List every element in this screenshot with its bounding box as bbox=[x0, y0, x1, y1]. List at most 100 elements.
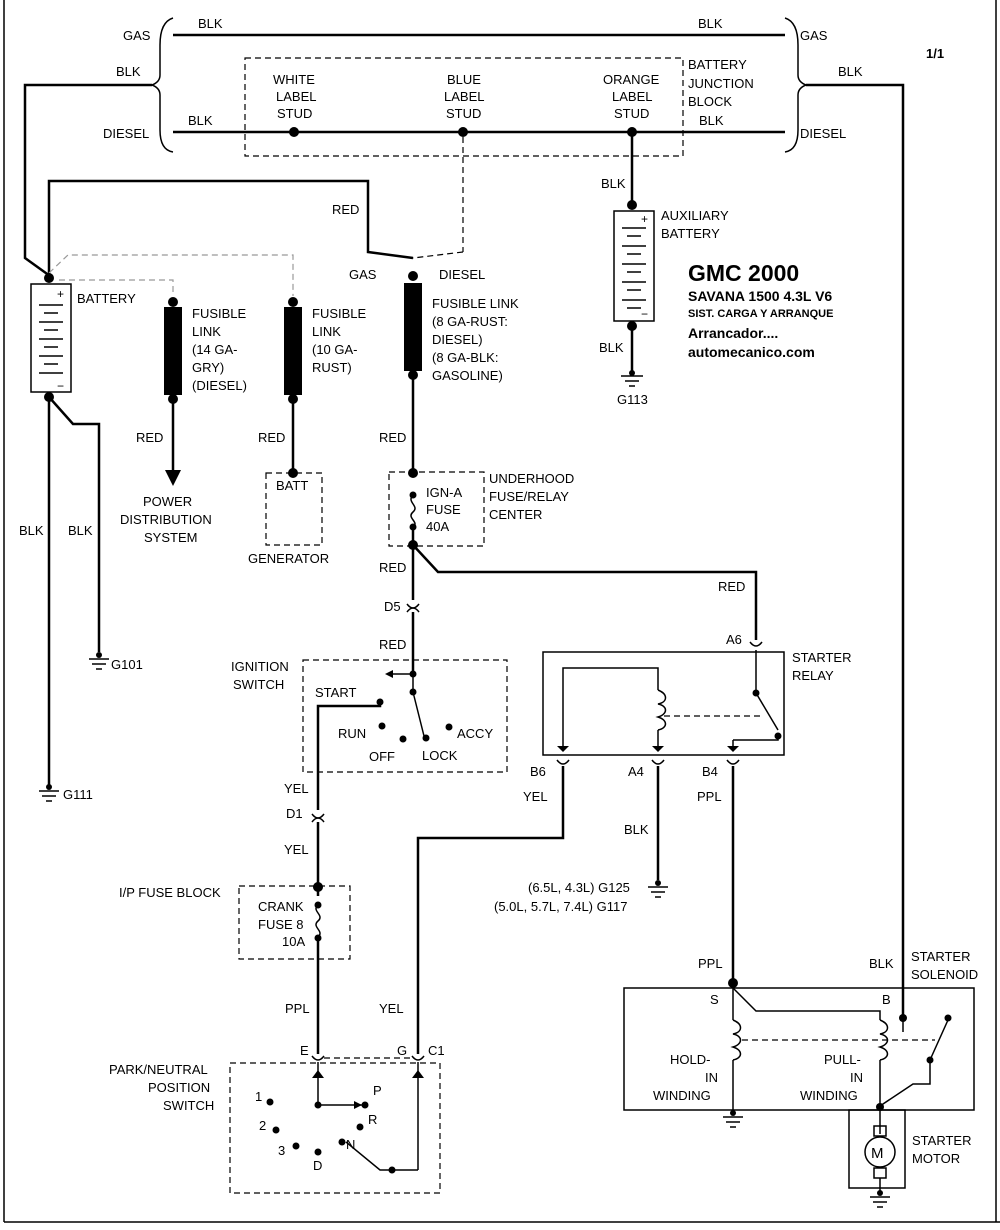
pnp-switch-label: PARK/NEUTRAL bbox=[109, 1062, 208, 1077]
minus-sign: − bbox=[57, 379, 64, 393]
gear-position-n: N bbox=[346, 1137, 355, 1152]
pds-label: SYSTEM bbox=[144, 530, 197, 545]
ufrc-label: CENTER bbox=[489, 507, 542, 522]
starter-solenoid-label: SOLENOID bbox=[911, 967, 978, 982]
stud-label: LABEL bbox=[612, 89, 652, 104]
wire-color-label: BLK bbox=[68, 523, 93, 538]
fuse-label: 40A bbox=[426, 519, 449, 534]
vehicle-model: SAVANA 1500 4.3L V6 bbox=[688, 288, 832, 304]
starter-motor-label: STARTER bbox=[912, 1133, 971, 1148]
wire-color-label: RED bbox=[379, 637, 406, 652]
fuse-label: IGN-A bbox=[426, 485, 462, 500]
switch-position-run: RUN bbox=[338, 726, 366, 741]
wire-color-label: BLK bbox=[198, 16, 223, 31]
site-name: automecanico.com bbox=[688, 344, 815, 360]
switch-position-accy: ACCY bbox=[457, 726, 493, 741]
bjb-label: BLOCK bbox=[688, 94, 732, 109]
starter-relay-label: RELAY bbox=[792, 668, 834, 683]
ground-label: G113 bbox=[617, 392, 648, 407]
wire-color-label: BLK bbox=[624, 822, 649, 837]
section-name: Arrancador.... bbox=[688, 325, 778, 341]
fusible-link-10ga bbox=[284, 297, 302, 478]
switch-position-off: OFF bbox=[369, 749, 395, 764]
fusible-link-8ga bbox=[404, 271, 422, 472]
connector-label: A4 bbox=[628, 764, 644, 779]
wire-color-label: BLK bbox=[869, 956, 894, 971]
ground-label: (5.0L, 5.7L, 7.4L) G117 bbox=[494, 899, 627, 914]
diesel-label-left: DIESEL bbox=[103, 126, 149, 141]
ground-g125-g117 bbox=[648, 880, 668, 898]
wire-color-label: BLK bbox=[601, 176, 626, 191]
stud-label: BLUE bbox=[447, 72, 481, 87]
ignition-switch-label: IGNITION bbox=[231, 659, 289, 674]
wire-color-label: RED bbox=[718, 579, 745, 594]
wire-color-label: PPL bbox=[698, 956, 723, 971]
page-number: 1/1 bbox=[926, 46, 944, 61]
fusible-link-label: FUSIBLE bbox=[312, 306, 367, 321]
pds-label: POWER bbox=[143, 494, 192, 509]
aux-battery-label: AUXILIARY bbox=[661, 208, 729, 223]
ignition-switch-label: SWITCH bbox=[233, 677, 284, 692]
wire-color-label: RED bbox=[332, 202, 359, 217]
system-name: SIST. CARGA Y ARRANQUE bbox=[688, 308, 833, 320]
wire-color-label: RED bbox=[379, 560, 406, 575]
gear-position-r: R bbox=[368, 1112, 377, 1127]
wire-color-label: YEL bbox=[523, 789, 548, 804]
stud-label: LABEL bbox=[276, 89, 316, 104]
diesel-option-label: DIESEL bbox=[439, 267, 485, 282]
connector-label: G bbox=[397, 1043, 407, 1058]
stud-label: LABEL bbox=[444, 89, 484, 104]
hold-in-winding-label: HOLD- bbox=[670, 1052, 710, 1067]
gear-position-p: P bbox=[373, 1083, 382, 1098]
switch-position-start: START bbox=[315, 685, 356, 700]
gas-option-label: GAS bbox=[349, 267, 377, 282]
fuse-label: FUSE bbox=[426, 502, 461, 517]
starter-motor bbox=[848, 1109, 906, 1208]
wire-color-label: PPL bbox=[285, 1001, 310, 1016]
fusible-link-label: GASOLINE) bbox=[432, 368, 503, 383]
connector-label: D1 bbox=[286, 806, 303, 821]
wire-color-label: RED bbox=[136, 430, 163, 445]
relay-output-wires bbox=[416, 759, 740, 1054]
ground-label: G111 bbox=[63, 787, 93, 802]
motor-symbol: M bbox=[871, 1145, 884, 1162]
connector-label: D5 bbox=[384, 599, 401, 614]
white-label-stud bbox=[289, 127, 299, 137]
stud-label: ORANGE bbox=[603, 72, 660, 87]
wire-color-label: PPL bbox=[697, 789, 722, 804]
batt-terminal-label: BATT bbox=[276, 478, 308, 493]
gear-position-3: 3 bbox=[278, 1143, 285, 1158]
ground-label: G101 bbox=[111, 657, 143, 672]
stud-label: WHITE bbox=[273, 72, 315, 87]
pull-in-winding-label: PULL- bbox=[824, 1052, 861, 1067]
gear-position-d: D bbox=[313, 1158, 322, 1173]
wire-color-label: BLK bbox=[838, 64, 863, 79]
page-border bbox=[3, 0, 1000, 1223]
wire-color-label: YEL bbox=[379, 1001, 404, 1016]
hold-in-winding-label: WINDING bbox=[653, 1088, 711, 1103]
wire-color-label: BLK bbox=[599, 340, 624, 355]
gas-label-right: GAS bbox=[800, 28, 828, 43]
starter-motor-label: MOTOR bbox=[912, 1151, 960, 1166]
stud-label: STUD bbox=[277, 106, 312, 121]
ground-label: (6.5L, 4.3L) G125 bbox=[528, 880, 630, 895]
stud-label: STUD bbox=[614, 106, 649, 121]
gear-position-2: 2 bbox=[259, 1118, 266, 1133]
fusible-link-label: DIESEL) bbox=[432, 332, 483, 347]
wire-color-label: BLK bbox=[698, 16, 723, 31]
wire-color-label: BLK bbox=[188, 113, 213, 128]
starter-solenoid bbox=[623, 978, 975, 1128]
connector-label: B4 bbox=[702, 764, 718, 779]
wire-color-label: BLK bbox=[116, 64, 141, 79]
connector-label: E bbox=[300, 1043, 309, 1058]
wire-color-label: BLK bbox=[19, 523, 44, 538]
ufrc-label: UNDERHOOD bbox=[489, 471, 574, 486]
ground-g101 bbox=[89, 652, 109, 670]
pull-in-winding-label: IN bbox=[850, 1070, 863, 1085]
pnp-switch-label: POSITION bbox=[148, 1080, 210, 1095]
battery-feed-wires bbox=[47, 137, 464, 296]
fusible-link-label: GRY) bbox=[192, 360, 224, 375]
terminal-label: S bbox=[710, 992, 719, 1007]
gas-diesel-rails bbox=[23, 17, 905, 1018]
